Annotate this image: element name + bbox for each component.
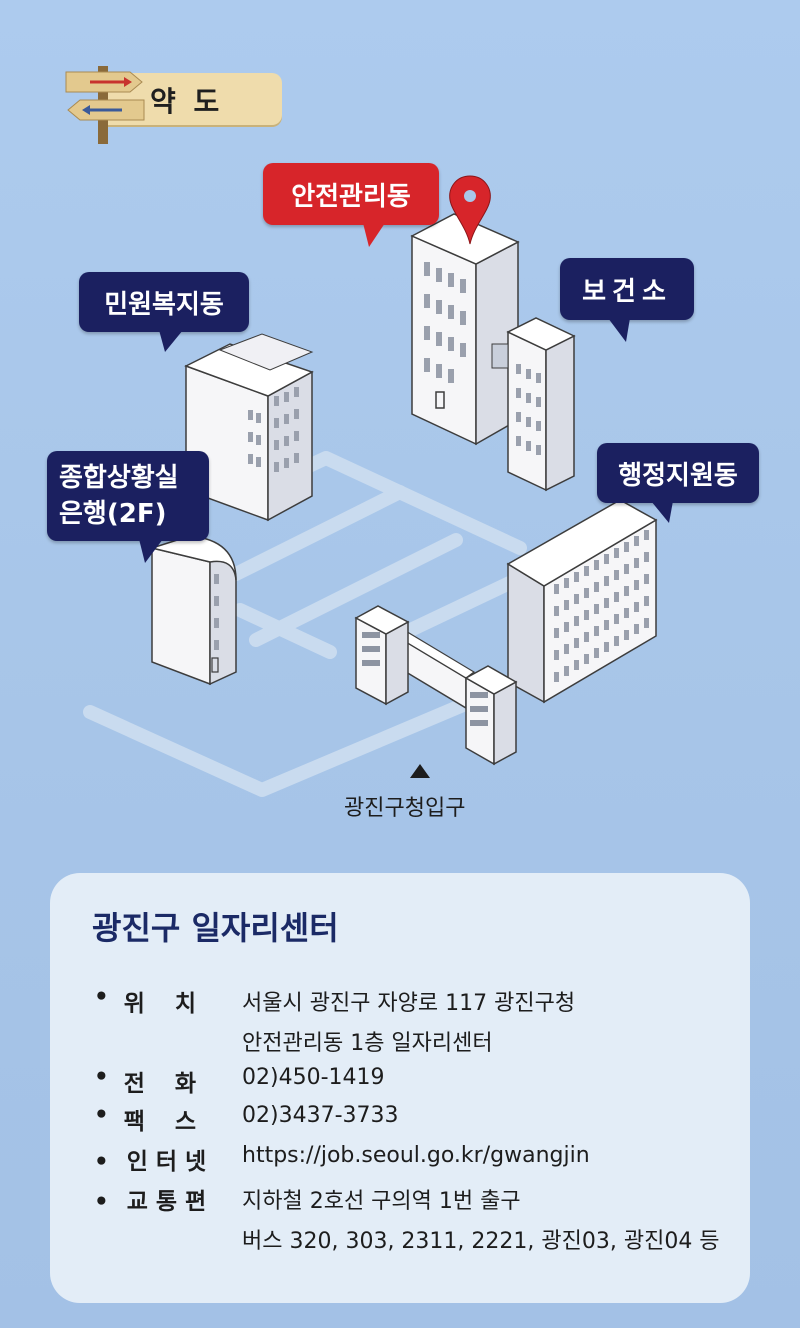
info-card: [50, 873, 750, 1303]
info-label-phone: • 전 화: [94, 1064, 196, 1098]
building-admin: [506, 499, 658, 704]
label-text: 교 통 편: [126, 1189, 207, 1215]
label-char: 팩: [123, 1109, 145, 1135]
label-char: 스: [174, 1109, 196, 1135]
info-value-internet[interactable]: https://job.seoul.go.kr/gwangjin: [242, 1143, 590, 1168]
label-char: 위: [123, 991, 145, 1017]
info-value-location-2: 안전관리동 1층 일자리센터: [242, 1031, 493, 1056]
bubble-tail: [651, 501, 673, 523]
building-safety: [410, 213, 520, 446]
info-value-fax: 02)3437-3733: [242, 1103, 399, 1128]
label-total-line2: 은행(2F): [59, 499, 167, 529]
bubble-total-building: 종합상황실 은행(2F): [47, 451, 209, 563]
info-value-phone: 02)450-1419: [242, 1065, 385, 1090]
bubble-tail: [159, 330, 183, 352]
label-char: 화: [174, 1071, 196, 1097]
bubble-tail: [139, 539, 163, 563]
bullet: •: [94, 1064, 109, 1090]
entrance-arrow-icon: [410, 764, 430, 778]
label-total-line1: 종합상황실: [59, 463, 179, 493]
label-health-center: 보건소: [582, 276, 672, 307]
info-value-location: 서울시 광진구 자양로 117 광진구청: [242, 991, 576, 1016]
bullet: •: [94, 984, 109, 1010]
bullet: •: [94, 1102, 109, 1128]
page-title: 약 도: [150, 85, 224, 118]
label-char: 전: [123, 1071, 145, 1097]
campus-map: [83, 175, 658, 797]
bubble-tail: [608, 318, 630, 342]
info-value-transport-2: 버스 320, 303, 2311, 2221, 광진03, 광진04 등: [242, 1229, 720, 1254]
entrance-label: 광진구청입구: [344, 796, 466, 821]
bubble-civil-building: 민원복지동: [79, 272, 249, 352]
label-char: 치: [174, 991, 196, 1017]
location-pin-icon: [449, 175, 491, 245]
signpost-icon: [65, 66, 145, 144]
bubble-admin-building: 행정지원동: [597, 443, 759, 523]
building-health: [491, 317, 576, 492]
entrance-gate: [354, 605, 518, 766]
info-label-fax: • 팩 스: [94, 1102, 196, 1136]
label-admin-building: 행정지원동: [618, 460, 738, 491]
info-label-transport: • 교 통 편: [94, 1182, 206, 1216]
info-label-location: • 위 치: [94, 984, 196, 1018]
label-civil-building: 민원복지동: [104, 289, 224, 320]
label-safety-building: 안전관리동: [291, 181, 411, 212]
bullet: •: [94, 1189, 109, 1215]
bubble-tail: [363, 223, 385, 247]
label-text: 인 터 넷: [126, 1149, 207, 1175]
bubble-safety-building: 안전관리동: [263, 163, 439, 247]
info-title: 광진구 일자리센터: [92, 909, 339, 947]
bullet: •: [94, 1149, 109, 1175]
info-label-internet: • 인 터 넷: [94, 1142, 206, 1176]
bubble-health-center: 보건소: [560, 258, 694, 342]
info-value-transport: 지하철 2호선 구의역 1번 출구: [242, 1189, 521, 1214]
building-total: [149, 535, 237, 686]
